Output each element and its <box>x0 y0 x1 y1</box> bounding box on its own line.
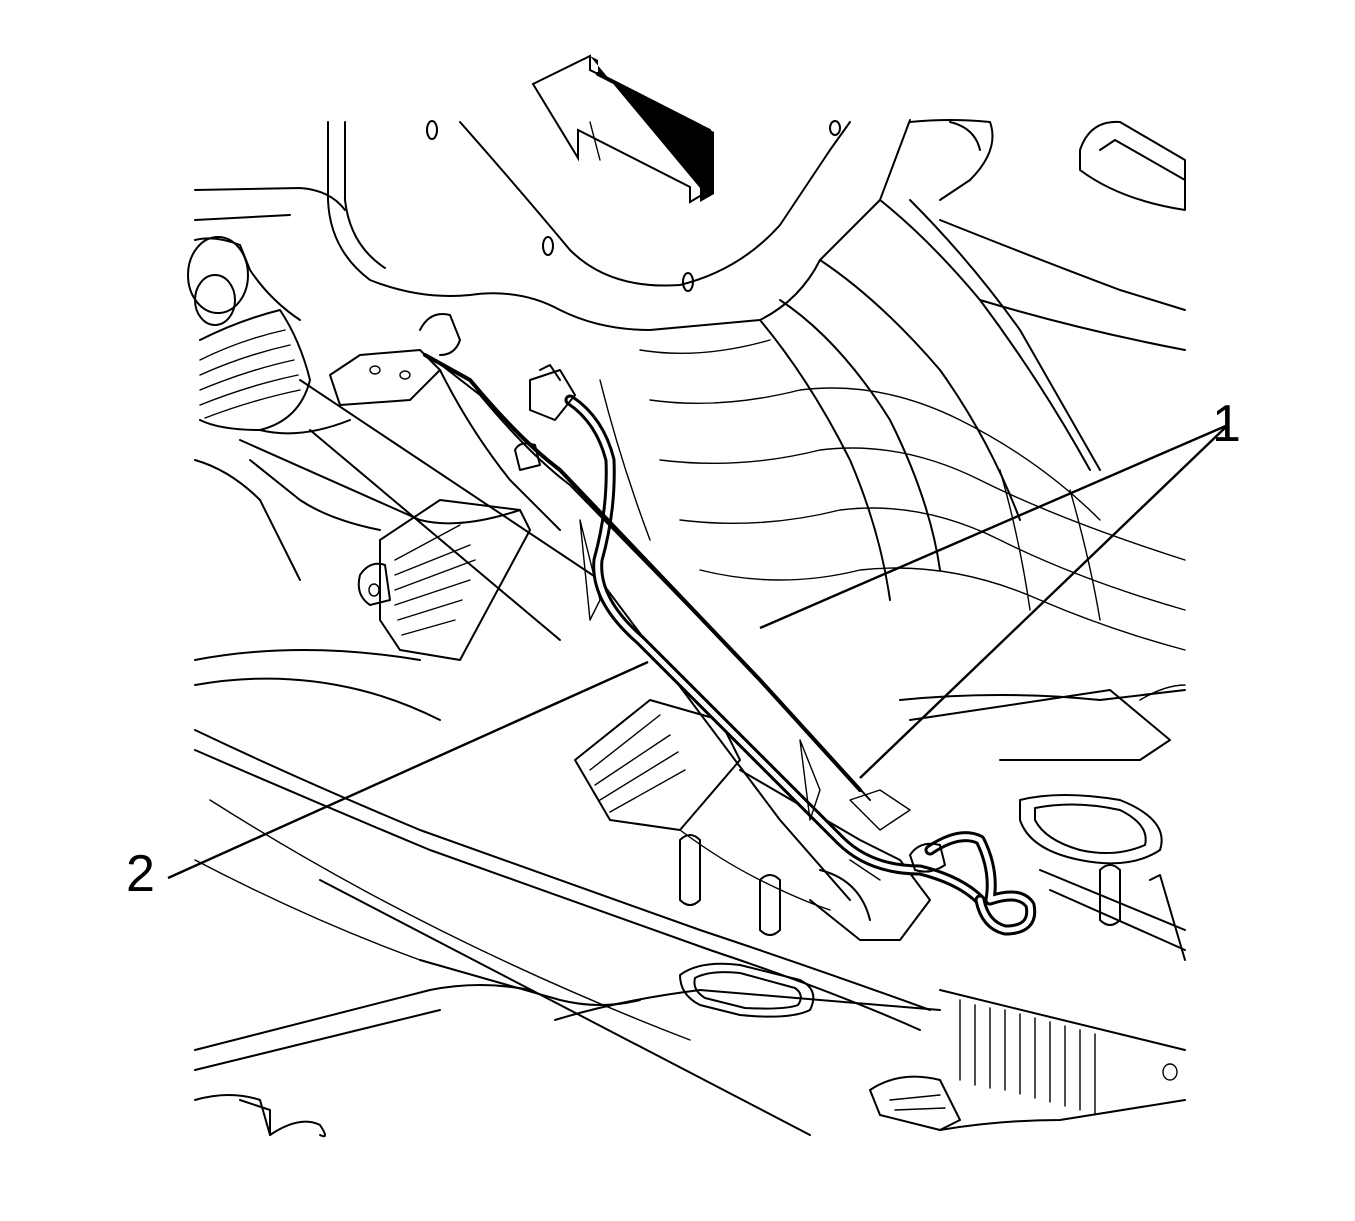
callout-label-1: 1 <box>1212 395 1241 453</box>
callout-label-2: 2 <box>126 845 155 903</box>
body-floor-panel <box>327 119 1186 865</box>
brake-pipe-bracket <box>329 313 871 801</box>
front-direction-arrow-icon <box>531 54 714 204</box>
wiring-harness <box>529 364 1037 936</box>
lower-floor-rocker <box>194 649 1186 1138</box>
callout-leaders <box>167 423 1229 880</box>
spring-strut-assembly <box>187 187 521 581</box>
exhaust-heat-shield <box>299 379 931 941</box>
